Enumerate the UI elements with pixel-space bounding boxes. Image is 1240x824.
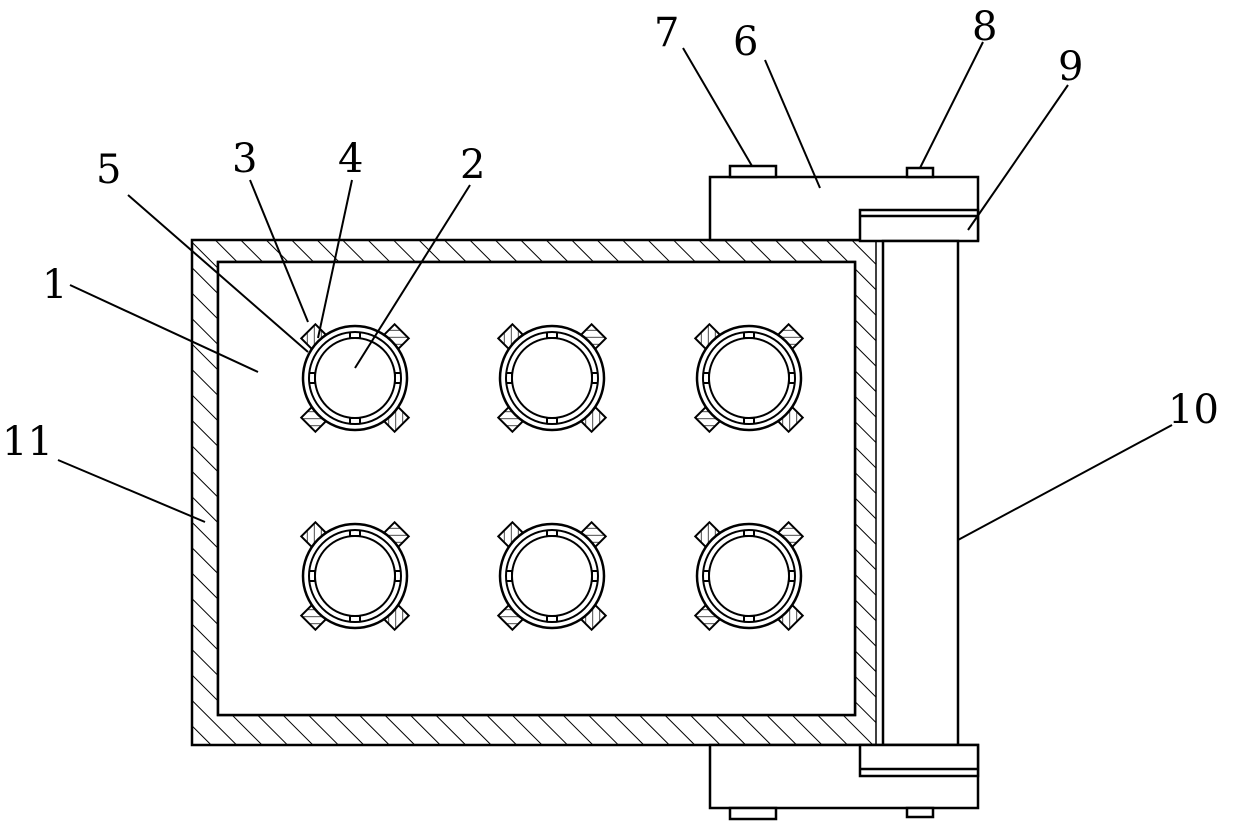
label-8: 8 [972,4,997,50]
label-2: 2 [460,142,485,188]
inner-ring [315,536,395,616]
top-bolt-left [730,166,776,177]
housing [192,240,883,745]
leader-8 [920,42,983,168]
label-9: 9 [1058,44,1083,90]
label-7: 7 [654,10,679,56]
leader-11 [58,460,205,522]
ring-unit [695,324,802,431]
ring-unit [301,324,408,431]
label-1: 1 [42,262,67,308]
bottom-clamp-plate [860,745,978,776]
label-3: 3 [232,136,257,182]
top-bolt-right [907,168,933,177]
leader-7 [683,48,752,166]
top-clamp-plate [860,210,978,241]
inner-ring [709,338,789,418]
label-6: 6 [733,19,758,65]
inner-ring [512,338,592,418]
bottom-bolt-right [907,808,933,817]
inner-ring [512,536,592,616]
vertical-bar [883,241,958,745]
ring-unit [301,522,408,629]
bottom-bolt-left [730,808,776,819]
leader-10 [958,425,1172,540]
label-11: 11 [2,419,53,465]
inner-ring [709,536,789,616]
label-4: 4 [338,136,363,182]
ring-unit [498,324,605,431]
inner-ring [315,338,395,418]
ring-unit [498,522,605,629]
ring-unit [695,522,802,629]
label-5: 5 [96,147,121,193]
leader-9 [968,85,1068,230]
label-10: 10 [1168,387,1219,433]
